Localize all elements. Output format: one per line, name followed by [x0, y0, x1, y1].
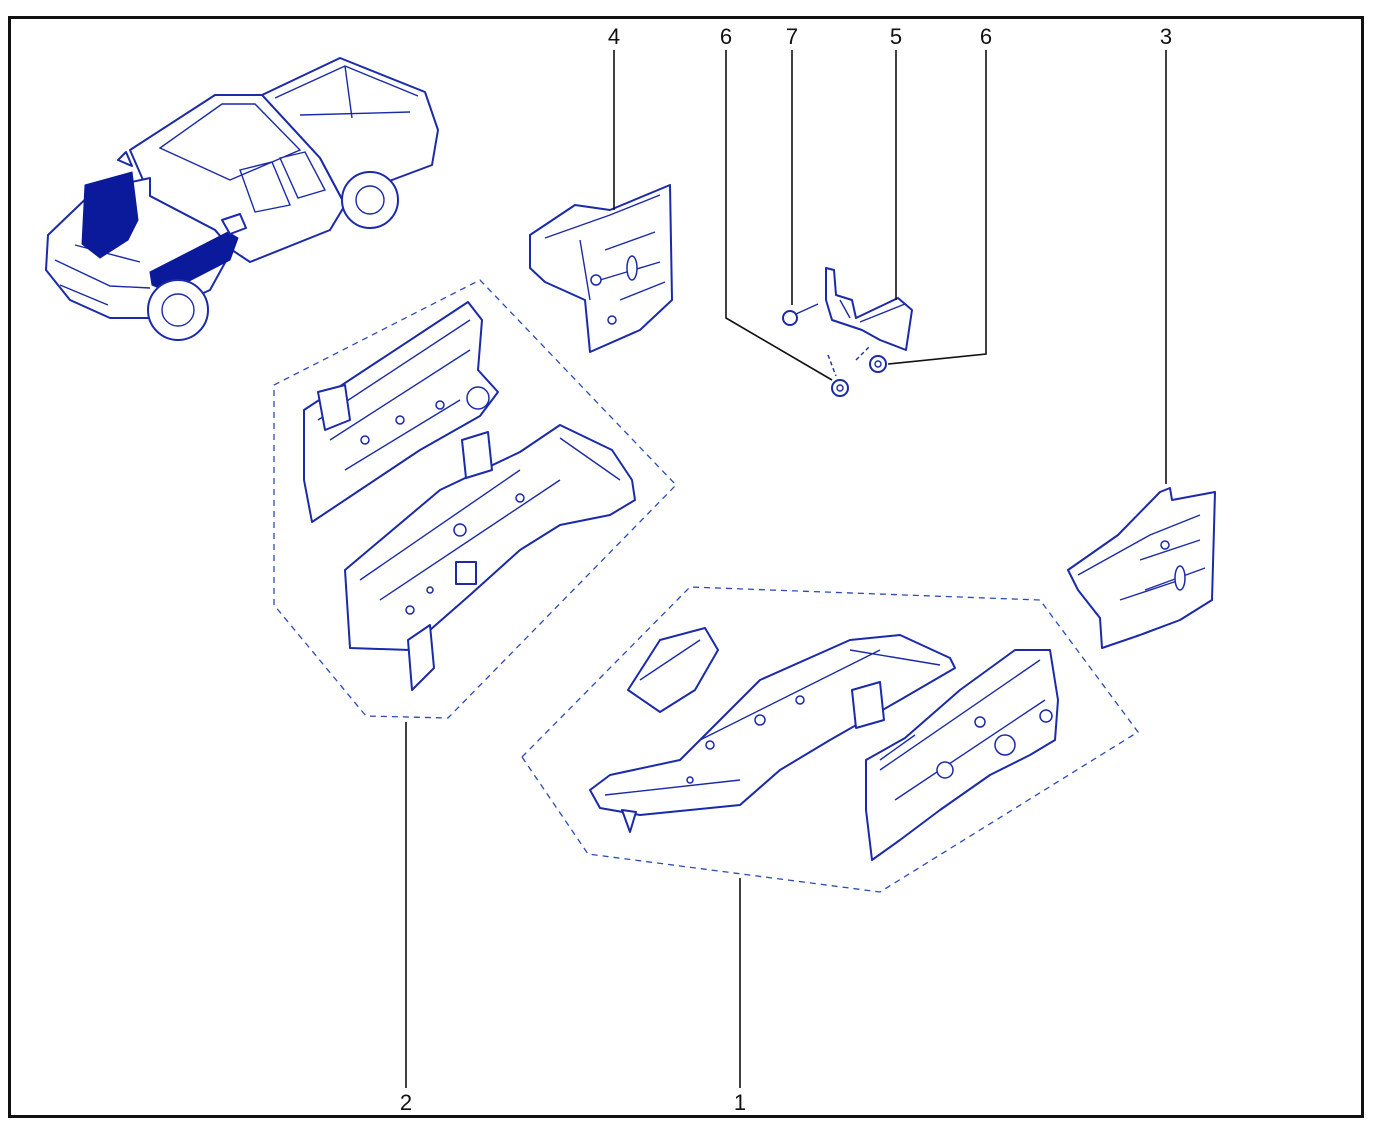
callout-7: 7	[786, 24, 798, 49]
callout-labels: 4 6 7 5 6 3 2 1	[400, 24, 1172, 1115]
callout-4: 4	[608, 24, 620, 49]
callout-6-right: 6	[980, 24, 992, 49]
part-6-nut-right	[869, 355, 887, 373]
callout-2: 2	[400, 1090, 412, 1115]
group-1-parts	[589, 627, 1059, 861]
part-4-apron	[529, 184, 673, 353]
part-3-apron	[1067, 487, 1216, 649]
callout-6-left: 6	[720, 24, 732, 49]
callout-5: 5	[890, 24, 902, 49]
vehicle-overview	[45, 57, 439, 341]
leader-lines	[405, 50, 1167, 1088]
group-2-parts	[303, 301, 636, 691]
group-2-outline	[273, 279, 677, 719]
bracket-assembly	[782, 267, 913, 397]
part-7-bolt	[782, 303, 819, 326]
callout-3: 3	[1160, 24, 1172, 49]
part-6-nut-left	[831, 379, 849, 397]
group-1-outline	[521, 586, 1139, 893]
callout-1: 1	[734, 1090, 746, 1115]
